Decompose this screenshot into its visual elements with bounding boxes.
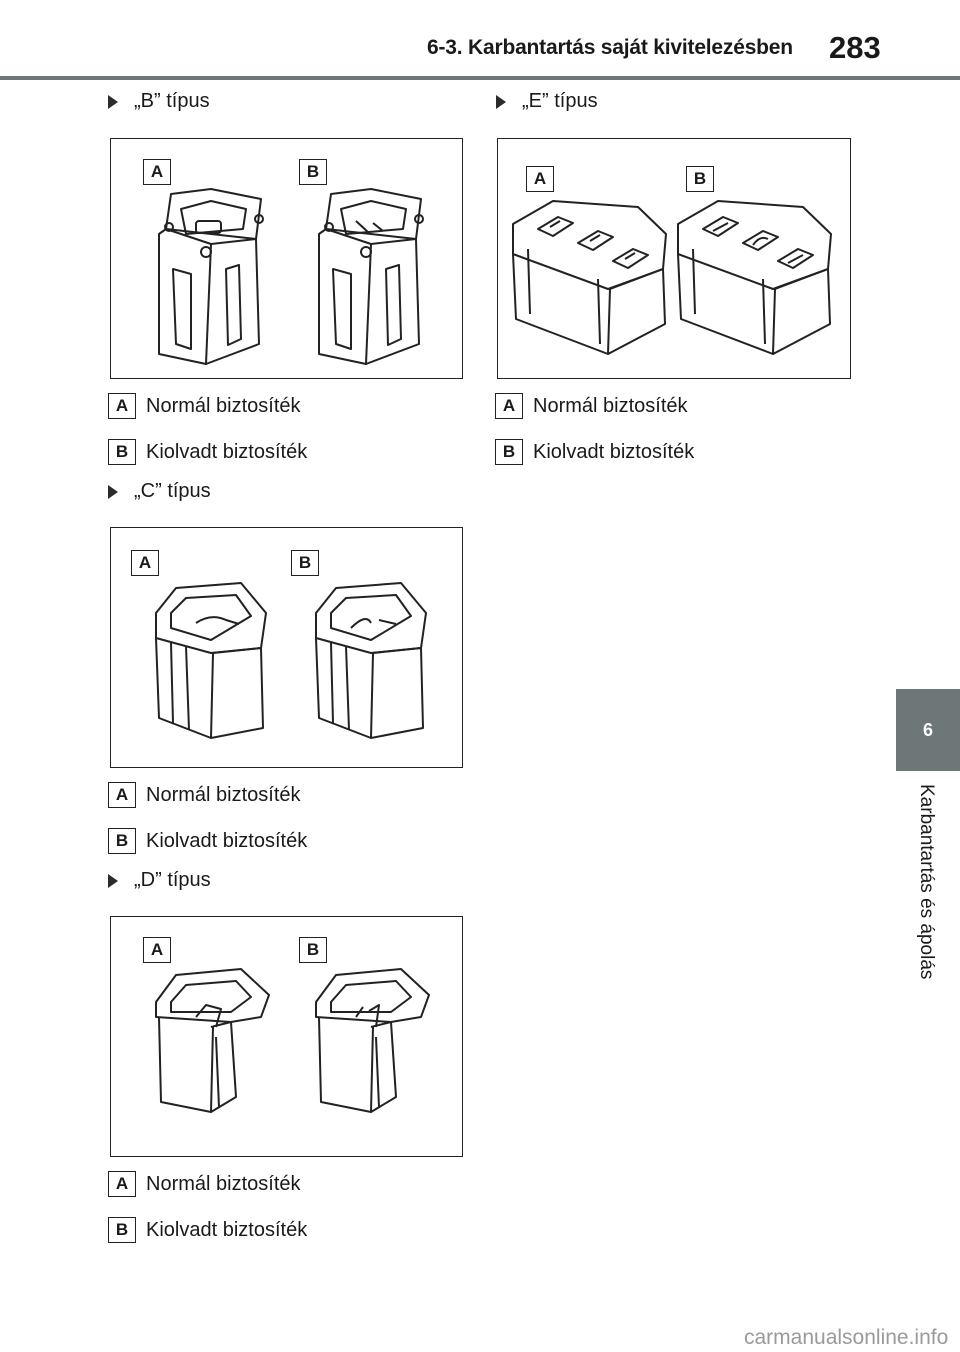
caption-text: Normál biztosíték: [146, 1172, 301, 1195]
figure-fuse-type-e: A B: [497, 138, 851, 379]
header-rule: [0, 76, 960, 80]
caption-text: Normál biztosíték: [146, 394, 301, 417]
figure-badge-b: B: [686, 166, 714, 192]
section-heading-c: „C” típus: [108, 480, 211, 503]
bullet-triangle-icon: [108, 484, 118, 499]
figure-badge-b: B: [299, 937, 327, 963]
fuse-drawing: [155, 582, 427, 739]
bullet-triangle-icon: [496, 94, 506, 109]
caption-b: B Kiolvadt biztosíték: [108, 828, 307, 854]
caption-badge: A: [108, 782, 136, 808]
caption-text: Kiolvadt biztosíték: [146, 829, 308, 852]
figure-badge-a: A: [131, 550, 159, 576]
section-heading-e: „E” típus: [496, 90, 598, 113]
caption-badge: B: [108, 1217, 136, 1243]
section-heading-text: „D” típus: [134, 869, 211, 891]
section-heading-d: „D” típus: [108, 869, 211, 892]
figure-badge-b: B: [299, 159, 327, 185]
bullet-triangle-icon: [108, 873, 118, 888]
caption-badge: B: [495, 439, 523, 465]
section-title: 6-3. Karbantartás saját kivitelezésben: [427, 36, 793, 59]
figure-badge-b: B: [291, 550, 319, 576]
caption-badge: B: [108, 439, 136, 465]
caption-a: A Normál biztosíték: [495, 393, 688, 419]
figure-badge-a: A: [143, 937, 171, 963]
fuse-drawing: [155, 968, 430, 1113]
caption-a: A Normál biztosíték: [108, 782, 301, 808]
figure-badge-a: A: [143, 159, 171, 185]
caption-badge: A: [108, 393, 136, 419]
chapter-number: 6: [922, 719, 933, 740]
figure-badge-a: A: [526, 166, 554, 192]
figure-fuse-type-c: A B: [110, 527, 463, 768]
chapter-tab[interactable]: 6: [896, 689, 960, 771]
caption-text: Normál biztosíték: [533, 394, 688, 417]
page-number: 283: [829, 30, 881, 65]
caption-text: Kiolvadt biztosíték: [146, 440, 308, 463]
fuse-drawing: [158, 188, 424, 365]
caption-b: B Kiolvadt biztosíték: [108, 1217, 307, 1243]
caption-badge: B: [108, 828, 136, 854]
section-heading-b: „B” típus: [108, 90, 210, 113]
caption-a: A Normál biztosíték: [108, 1171, 301, 1197]
section-heading-text: „C” típus: [134, 480, 211, 502]
caption-a: A Normál biztosíték: [108, 393, 301, 419]
caption-b: B Kiolvadt biztosíték: [495, 439, 694, 465]
caption-text: Kiolvadt biztosíték: [146, 1218, 308, 1241]
caption-badge: A: [495, 393, 523, 419]
caption-badge: A: [108, 1171, 136, 1197]
caption-b: B Kiolvadt biztosíték: [108, 439, 307, 465]
caption-text: Kiolvadt biztosíték: [533, 440, 695, 463]
section-heading-text: „E” típus: [522, 90, 598, 112]
watermark: carmanualsonline.info: [744, 1326, 949, 1349]
figure-fuse-type-b: A B: [110, 138, 463, 379]
section-heading-text: „B” típus: [134, 90, 210, 112]
figure-fuse-type-d: A B: [110, 916, 463, 1157]
chapter-title: Karbantartás és ápolás: [916, 784, 937, 980]
caption-text: Normál biztosíték: [146, 783, 301, 806]
fuse-drawing: [512, 200, 832, 355]
bullet-triangle-icon: [108, 94, 118, 109]
